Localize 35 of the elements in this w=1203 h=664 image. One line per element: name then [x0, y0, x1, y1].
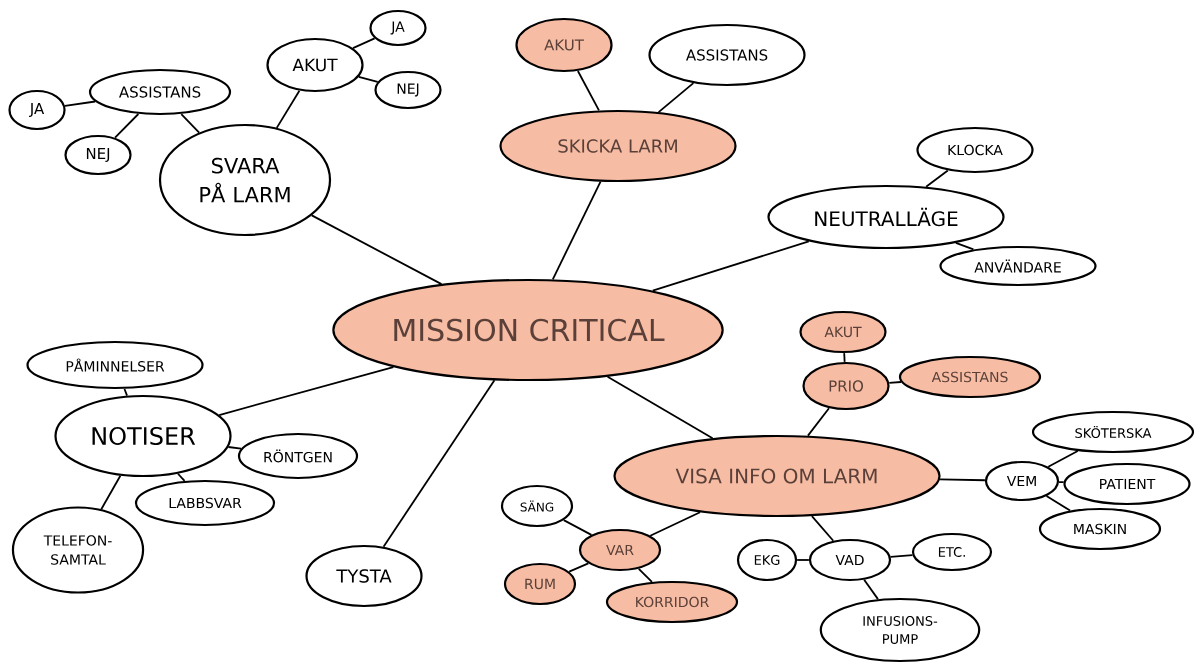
connector-line	[100, 474, 122, 511]
connector-line	[888, 381, 902, 384]
connector-line	[637, 567, 653, 583]
connector-line	[64, 100, 97, 107]
connector-line	[657, 82, 695, 113]
connector-line	[811, 515, 835, 542]
connector-line	[939, 478, 986, 482]
connector-line	[1058, 481, 1065, 484]
connector-line	[177, 472, 186, 482]
connector-line	[382, 379, 496, 548]
connector-line	[577, 70, 600, 112]
connector-line	[889, 554, 914, 558]
connector-line	[1047, 450, 1079, 468]
connector-line	[352, 37, 376, 49]
connector-line	[114, 113, 140, 139]
connector-line	[275, 89, 301, 129]
connector-line	[649, 511, 701, 537]
connector-line	[562, 519, 593, 536]
connector-line	[310, 214, 443, 286]
connector-line	[843, 352, 846, 363]
connector-line	[863, 578, 879, 601]
connector-line	[807, 407, 830, 437]
connector-line	[925, 169, 949, 188]
connector-line	[123, 388, 128, 397]
connector-line	[606, 375, 714, 440]
connector-line	[1045, 495, 1071, 512]
connector-line	[796, 559, 810, 561]
connector-line	[218, 366, 395, 416]
connector-line	[651, 240, 810, 292]
connector-line	[357, 75, 379, 83]
connector-line	[568, 562, 590, 573]
connector-line	[180, 113, 201, 134]
connector-line	[955, 242, 975, 251]
connector-line	[227, 446, 242, 450]
connector-line	[551, 180, 602, 281]
